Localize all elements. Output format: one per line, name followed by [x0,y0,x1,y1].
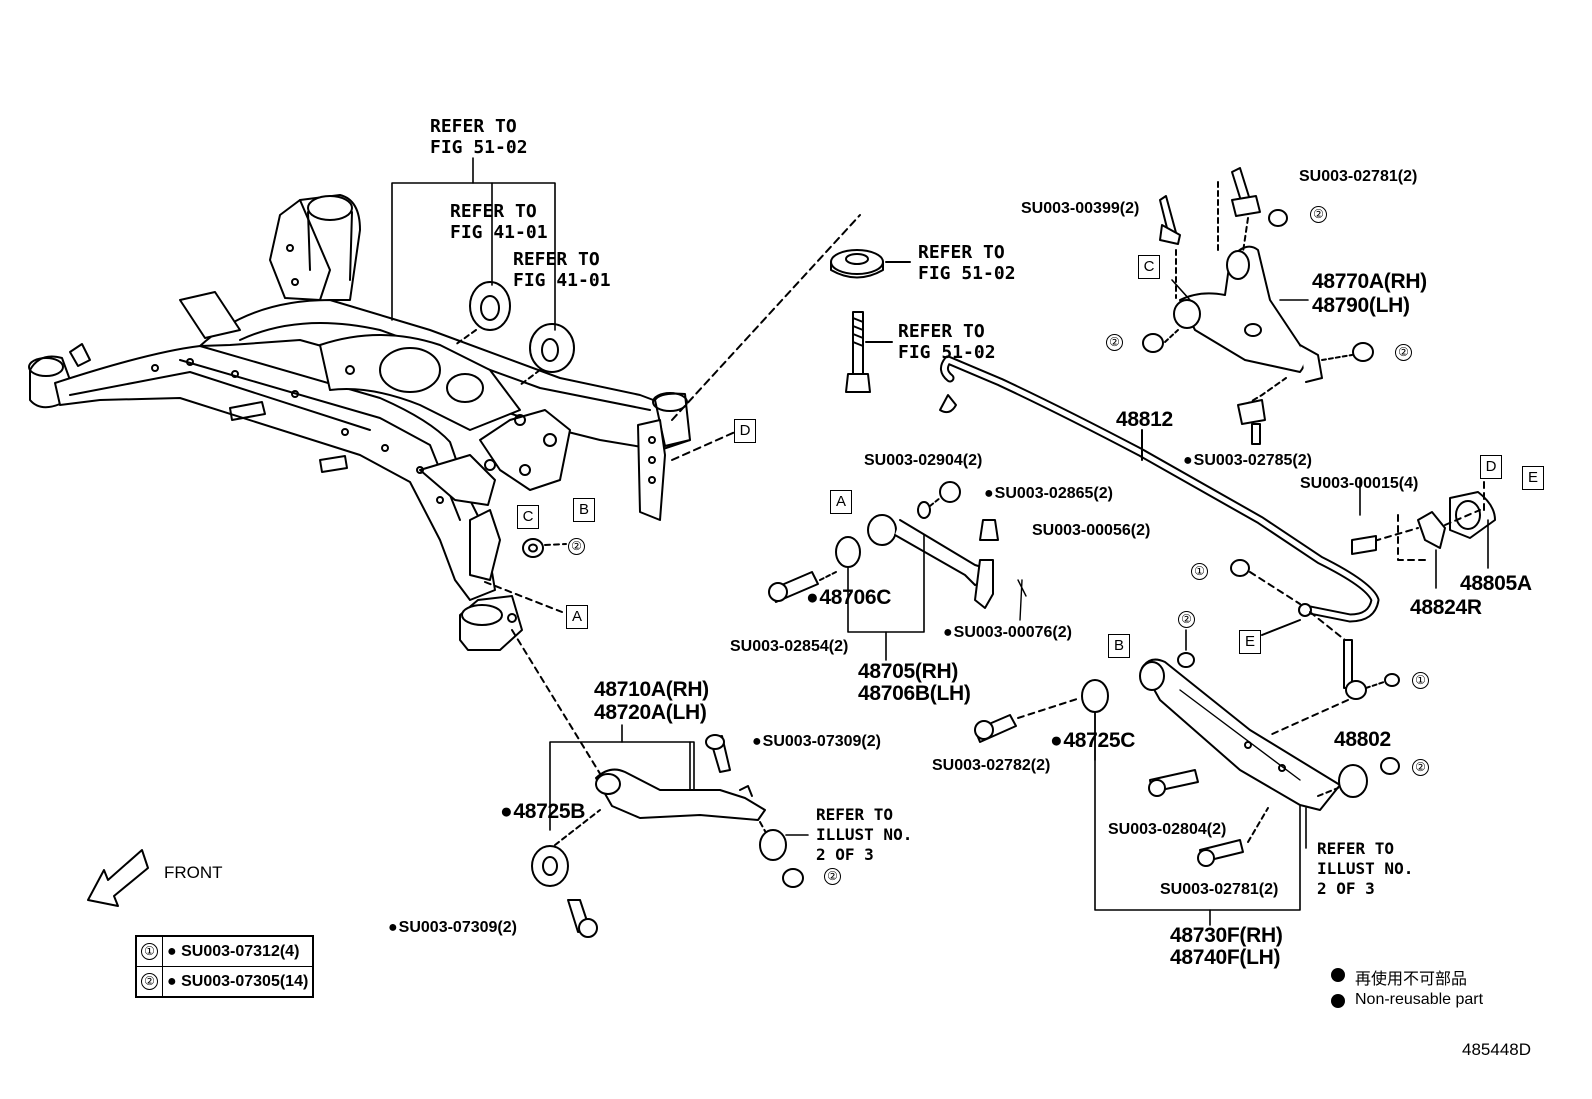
part-48725c: 48725C [1050,729,1135,753]
part-48824r: 48824R [1410,596,1482,619]
refer-illust-right-line3: 2 OF 3 [1317,879,1375,898]
box-d-bracket: D [1480,455,1502,479]
refer-lines [391,157,556,331]
mount-cap [830,249,911,393]
fastener-key-table: ① ● SU003-07312(4) ② ● SU003-07305(14) [135,935,315,998]
refer-illust-right-line2: ILLUST NO. [1317,859,1414,878]
box-d-subframe: D [734,419,756,443]
fastener-02904: SU003-02904(2) [864,452,983,469]
callout-2-subframe: ② [568,537,585,556]
refer-fig-41-01-a-line1: REFER TO [450,201,537,222]
refer-illust-left-line1: REFER TO [816,805,894,824]
key-row-1: ① ● SU003-07312(4) [135,935,314,967]
part-48705: 48705(RH) [858,660,959,683]
box-a-toe-arm: A [830,490,852,514]
upper-arm [1142,167,1374,445]
refer-fig-51-02-bolt-line1: REFER TO [898,321,985,342]
box-a-subframe: A [566,605,588,629]
front-arrow-icon [87,849,149,907]
lower-arm-front [531,724,809,938]
callout-1-link-bottom: ① [1412,671,1429,690]
fastener-02804: SU003-02804(2) [1108,821,1227,838]
refer-fig-41-01-b-line1: REFER TO [513,249,600,270]
part-48802: 48802 [1334,728,1391,751]
lower-arm-rear [974,629,1400,926]
callout-1-link-top: ① [1191,562,1208,581]
key-part-2: ● SU003-07305(14) [162,966,314,998]
refer-fig-51-02-top-line2: FIG 51-02 [430,137,528,158]
stabilizer-link [1230,467,1496,736]
box-b-subframe: B [573,498,595,522]
refer-illust-left-line2: ILLUST NO. [816,825,913,844]
key-num-2: ② [135,966,163,998]
key-row-2: ② ● SU003-07305(14) [135,966,314,998]
sub-frame-drawing [28,194,691,651]
key-num-1: ① [135,935,163,967]
box-c-subframe: C [517,505,539,529]
part-48740f: 48740F(LH) [1170,946,1281,969]
box-e-link: E [1239,630,1261,654]
part-48706b: 48706B(LH) [858,682,971,705]
legend-japanese: 再使用不可部品 [1355,971,1468,988]
part-48812: 48812 [1116,408,1173,431]
toe-arm [768,481,1027,661]
fastener-00076: SU003-00076(2) [943,623,1072,642]
stabilizer-bar [939,355,1380,623]
box-e-bushing: E [1522,466,1544,490]
fastener-07309-a: SU003-07309(2) [752,732,881,751]
key-part-1: ● SU003-07312(4) [162,935,314,967]
refer-fig-51-02-mount-line2: FIG 51-02 [918,263,1016,284]
fastener-02785: SU003-02785(2) [1183,451,1312,470]
refer-illust-left-line3: 2 OF 3 [816,845,874,864]
refer-fig-41-01-a-line2: FIG 41-01 [450,222,548,243]
fastener-02854: SU003-02854(2) [730,638,849,655]
refer-fig-41-01-b-line2: FIG 41-01 [513,270,611,291]
callout-2-rear-arm: ② [1178,610,1195,629]
fastener-02781-bottom: SU003-02781(2) [1160,881,1279,898]
callout-2-upper-left: ② [1106,333,1123,352]
rear-brace [637,214,861,521]
box-b-lower-arm: B [1108,634,1130,658]
refer-fig-51-02-mount-line1: REFER TO [918,242,1005,263]
legend-non-reusable: Non-reusable part [1355,991,1484,1008]
fastener-00399: SU003-00399(2) [1021,200,1140,217]
box-c-upper-arm: C [1138,255,1160,279]
part-48725b: 48725B [500,800,585,824]
fastener-07309-b: SU003-07309(2) [388,918,517,937]
callout-2-rear-bushing: ② [1412,758,1429,777]
part-48706c: 48706C [806,586,891,610]
part-48790: 48790(LH) [1312,294,1410,317]
refer-illust-right-line1: REFER TO [1317,839,1395,858]
refer-fig-51-02-bolt-line2: FIG 51-02 [898,342,996,363]
fastener-02782: SU003-02782(2) [932,757,1051,774]
refer-fig-51-02-top-line1: REFER TO [430,116,517,137]
subframe-bushings [454,281,575,386]
diagram-id: 485448D [1462,1040,1532,1059]
fastener-02865: SU003-02865(2) [984,484,1113,503]
front-label: FRONT [164,863,223,882]
part-48710a: 48710A(RH) [594,678,709,701]
part-48720a: 48720A(LH) [594,701,707,724]
part-48730f: 48730F(RH) [1170,924,1283,947]
fastener-00015: SU003-00015(4) [1300,475,1419,492]
callout-2-upper-right: ② [1395,343,1412,362]
callout-2-front-arm: ② [824,867,841,886]
fastener-00056: SU003-00056(2) [1032,522,1151,539]
fastener-02781-top: SU003-02781(2) [1299,168,1418,185]
part-48770a: 48770A(RH) [1312,270,1427,293]
callout-2-upper-nut: ② [1310,205,1327,224]
part-48805a: 48805A [1460,572,1532,595]
